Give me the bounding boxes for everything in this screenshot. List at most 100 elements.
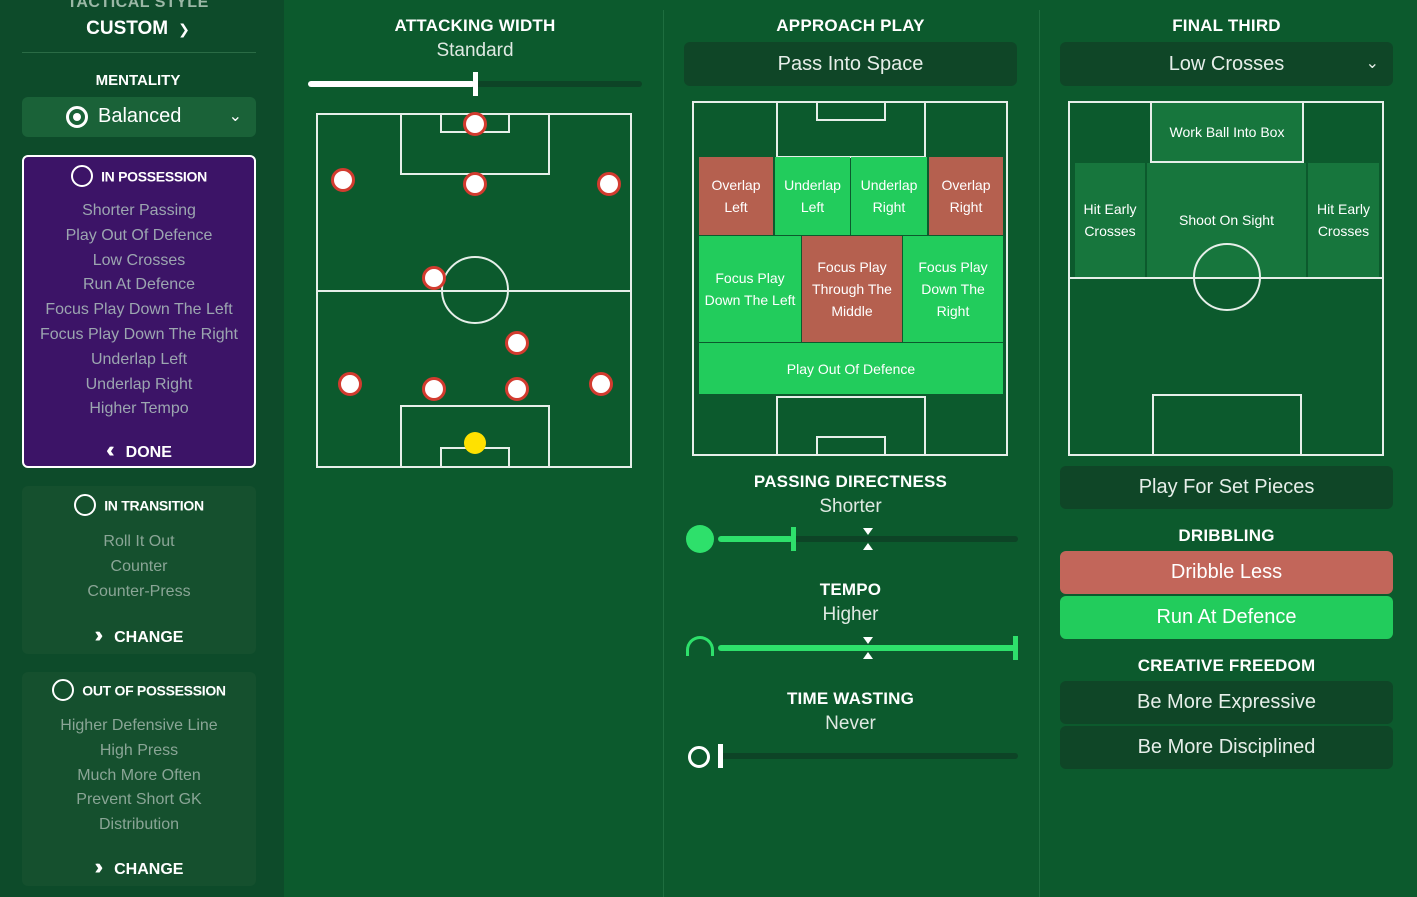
in-possession-header: IN POSSESSION	[24, 165, 254, 189]
mentality-label: MENTALITY	[95, 72, 181, 89]
change-transition-button[interactable]: ›› CHANGE	[22, 622, 256, 648]
passing-directness-value: Shorter	[819, 496, 882, 517]
out-of-possession-list: Higher Defensive Line High Press Much Mo…	[22, 714, 256, 838]
football-icon	[686, 525, 714, 553]
player-marker[interactable]	[338, 372, 362, 396]
player-marker[interactable]	[505, 377, 529, 401]
approach-play-selector[interactable]: Pass Into Space	[684, 42, 1017, 86]
final-third-dropdown[interactable]: Low Crosses ⌄	[1060, 42, 1393, 86]
in-transition-panel[interactable]: IN TRANSITION Roll It Out Counter Counte…	[22, 486, 256, 654]
player-marker[interactable]	[505, 331, 529, 355]
midpoint-marker	[863, 528, 873, 550]
list-item: Counter-Press	[87, 582, 191, 600]
in-transition-title: IN TRANSITION	[104, 497, 204, 514]
player-marker[interactable]	[463, 172, 487, 196]
done-button[interactable]: ‹‹ DONE	[24, 437, 254, 463]
list-item: Much More Often	[77, 766, 201, 784]
be-more-expressive-button[interactable]: Be More Expressive	[1060, 681, 1393, 724]
slider-fill	[718, 536, 793, 542]
list-item: High Press	[99, 741, 179, 759]
mentality-value: Balanced	[98, 105, 182, 127]
passing-directness-title: PASSING DIRECTNESS	[753, 472, 948, 491]
play-for-set-pieces-button[interactable]: Play For Set Pieces	[1060, 466, 1393, 509]
mentality-dropdown[interactable]: Balanced ⌄	[22, 97, 256, 137]
zone-work-ball-into-box[interactable]: Work Ball Into Box	[1150, 101, 1304, 163]
centre-circle	[1193, 243, 1261, 311]
goalkeeper-marker[interactable]	[464, 432, 486, 454]
player-marker[interactable]	[589, 372, 613, 396]
slider-fill	[718, 645, 1018, 651]
player-marker[interactable]	[331, 168, 355, 192]
out-of-possession-panel[interactable]: OUT OF POSSESSION Higher Defensive Line …	[22, 672, 256, 886]
player-marker[interactable]	[597, 172, 621, 196]
slider-handle[interactable]	[791, 527, 796, 551]
tempo-value: Higher	[822, 604, 879, 625]
out-of-possession-title: OUT OF POSSESSION	[82, 682, 226, 699]
chevron-down-icon: ❯	[178, 21, 190, 37]
approach-play-title: APPROACH PLAY	[776, 16, 925, 35]
bottom-six-yard-box	[816, 436, 886, 456]
tactical-style-dropdown[interactable]: CUSTOM ❯	[0, 18, 276, 40]
divider	[22, 52, 256, 53]
passing-directness-slider[interactable]	[718, 527, 1018, 551]
stopwatch-icon	[688, 746, 710, 768]
tempo-slider[interactable]	[718, 636, 1018, 660]
dribble-less-button[interactable]: Dribble Less	[1060, 551, 1393, 594]
zone-play-out-of-defence[interactable]: Play Out Of Defence	[699, 343, 1003, 394]
zone-shoot-on-sight[interactable]: Shoot On Sight	[1147, 163, 1306, 277]
slider-handle[interactable]	[473, 72, 478, 96]
list-item: Roll It Out	[103, 533, 175, 550]
in-transition-list: Roll It Out Counter Counter-Press	[22, 530, 256, 604]
be-more-disciplined-button[interactable]: Be More Disciplined	[1060, 726, 1393, 769]
time-wasting-slider[interactable]	[718, 744, 1018, 768]
chevron-down-icon: ⌄	[1365, 55, 1379, 72]
list-item: Underlap Left	[90, 350, 188, 368]
tempo-title: TEMPO	[819, 580, 882, 599]
time-wasting-value: Never	[825, 713, 876, 734]
final-third-title: FINAL THIRD	[1172, 16, 1281, 35]
player-marker[interactable]	[422, 377, 446, 401]
slider-handle[interactable]	[718, 744, 723, 768]
list-item: Focus Play Down The Right	[39, 325, 238, 343]
player-marker[interactable]	[422, 266, 446, 290]
football-icon	[71, 165, 94, 187]
in-possession-title: IN POSSESSION	[101, 168, 207, 185]
final-third-selected: Low Crosses	[1168, 53, 1285, 75]
list-item: Play Out Of Defence	[65, 226, 213, 244]
list-item: Underlap Right	[85, 375, 193, 393]
chevron-down-icon: ⌄	[228, 108, 242, 125]
midpoint-marker	[863, 637, 873, 659]
list-item: Run At Defence	[82, 276, 196, 294]
slider-handle[interactable]	[1013, 636, 1018, 660]
list-item: Counter	[110, 557, 168, 575]
tactical-style-label: TACTICAL STYLE	[67, 0, 209, 11]
shield-icon	[52, 679, 75, 701]
bottom-penalty-box	[1152, 394, 1302, 456]
in-possession-panel[interactable]: IN POSSESSION Shorter Passing Play Out O…	[22, 155, 256, 468]
run-at-defence-button[interactable]: Run At Defence	[1060, 596, 1393, 639]
list-item: Distribution	[98, 816, 180, 834]
slider-fill	[308, 81, 475, 87]
done-label: DONE	[125, 444, 172, 461]
player-marker[interactable]	[463, 112, 487, 136]
list-item: Low Crosses	[92, 251, 186, 269]
tactical-style-value: CUSTOM	[86, 18, 169, 39]
attacking-width-slider[interactable]	[308, 72, 642, 96]
change-out-of-possession-button[interactable]: ›› CHANGE	[22, 854, 256, 880]
column-divider	[1039, 10, 1040, 897]
formation-pitch	[316, 112, 632, 468]
speedometer-icon	[686, 636, 714, 656]
list-item: Focus Play Down The Left	[45, 301, 233, 319]
list-item: Shorter Passing	[82, 202, 196, 219]
